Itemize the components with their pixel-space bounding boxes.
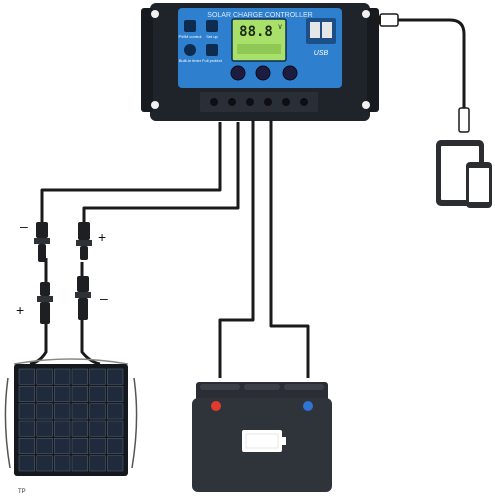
- panel-cell: [36, 403, 53, 420]
- mount-hole: [362, 10, 370, 18]
- timer-icon: [184, 44, 196, 56]
- panel-cell: [36, 420, 53, 437]
- panel-flex-curve-right: [131, 377, 138, 469]
- terminal-screws: [210, 98, 308, 106]
- mobile-devices: [436, 140, 492, 208]
- neg-top-label: –: [20, 218, 28, 234]
- lcd-unit: V: [278, 24, 282, 31]
- battery: [192, 382, 332, 492]
- panel-cell: [71, 403, 88, 420]
- panel-cell: [54, 368, 71, 385]
- usb-label: USB: [314, 50, 329, 57]
- panel-cell: [89, 438, 106, 454]
- panel-cells: [18, 368, 124, 472]
- panel-cell: [89, 455, 106, 472]
- panel-cell: [107, 403, 124, 420]
- panel-cell: [36, 438, 53, 454]
- mount-hole: [151, 10, 159, 18]
- battery-terminal-negative: [303, 401, 313, 411]
- usb-port-1[interactable]: [310, 22, 320, 38]
- panel-cell: [36, 386, 53, 402]
- panel-cell: [54, 455, 71, 472]
- controller-button-3[interactable]: [282, 65, 298, 81]
- usb-cable: [398, 18, 466, 108]
- panel-cell: [18, 455, 35, 472]
- controller-title: SOLAR CHARGE CONTROLLER: [207, 12, 312, 19]
- panel-cell: [89, 368, 106, 385]
- mc4-connectors: – + + –: [16, 218, 108, 324]
- usb-plug: [374, 13, 470, 133]
- connector-positive-bottom: [37, 282, 53, 324]
- panel-cell: [107, 438, 124, 454]
- mount-hole: [151, 101, 159, 109]
- panel-cell: [18, 403, 35, 420]
- panel-cell: [71, 386, 88, 402]
- battery-cable-left: [218, 120, 255, 378]
- panel-cell: [71, 438, 88, 454]
- panel-flex-curve-top: [13, 358, 129, 365]
- panel-cell: [71, 368, 88, 385]
- solar-charge-controller: SOLAR CHARGE CONTROLLER PWM control Set …: [141, 3, 379, 121]
- controller-icon-column: PWM control Set up Built-in timer Full p…: [179, 20, 223, 63]
- solar-panel: TP: [4, 358, 138, 495]
- panel-cell: [107, 386, 124, 402]
- pos-top-label: +: [98, 229, 106, 245]
- usb-plug-device-end: [458, 107, 470, 133]
- panel-brand: TP: [18, 489, 26, 495]
- setup-label: Set up: [206, 34, 218, 39]
- pwm-label: PWM control: [179, 34, 202, 39]
- panel-cell: [54, 438, 71, 454]
- battery-terminal-positive: [211, 401, 221, 411]
- terminal-strip: [200, 92, 318, 112]
- pwm-icon: [184, 20, 196, 32]
- panel-cell: [107, 420, 124, 437]
- protect-label: Full protect: [202, 58, 223, 63]
- panel-cell: [54, 386, 71, 402]
- panel-cell: [107, 455, 124, 472]
- panel-cell: [18, 386, 35, 402]
- lcd-reading: 88.8: [239, 24, 273, 40]
- panel-cell: [89, 420, 106, 437]
- controller-button-2[interactable]: [255, 65, 271, 81]
- panel-cell: [18, 438, 35, 454]
- battery-cable-right: [269, 120, 310, 378]
- panel-cell: [71, 420, 88, 437]
- panel-cell: [54, 403, 71, 420]
- connector-negative-top: [34, 222, 50, 262]
- pos-bottom-label: +: [16, 302, 24, 318]
- pv-negative-cable: [40, 122, 222, 222]
- panel-flex-curve-left: [4, 377, 11, 469]
- panel-cell: [54, 420, 71, 437]
- controller-ear-right: [367, 8, 379, 112]
- neg-bottom-label: –: [100, 290, 108, 306]
- panel-cell: [36, 455, 53, 472]
- usb-port-2[interactable]: [322, 22, 332, 38]
- panel-cell: [36, 368, 53, 385]
- pv-positive-cable: [82, 122, 240, 222]
- controller-button-1[interactable]: [230, 65, 246, 81]
- setup-icon: [206, 20, 218, 32]
- panel-lead-left: [29, 258, 48, 366]
- panel-cell: [89, 403, 106, 420]
- connector-positive-top: [76, 222, 92, 260]
- panel-cell: [18, 368, 35, 385]
- connector-negative-bottom: [75, 276, 91, 320]
- controller-ear-left: [141, 8, 153, 112]
- lcd-icon-row: [237, 44, 281, 54]
- panel-cell: [71, 455, 88, 472]
- lock-icon: [206, 44, 218, 56]
- panel-cell: [107, 368, 124, 385]
- wiring: [29, 18, 466, 378]
- mount-hole: [362, 101, 370, 109]
- panel-cell: [18, 420, 35, 437]
- timer-label: Built-in timer: [179, 58, 202, 63]
- panel-cell: [89, 386, 106, 402]
